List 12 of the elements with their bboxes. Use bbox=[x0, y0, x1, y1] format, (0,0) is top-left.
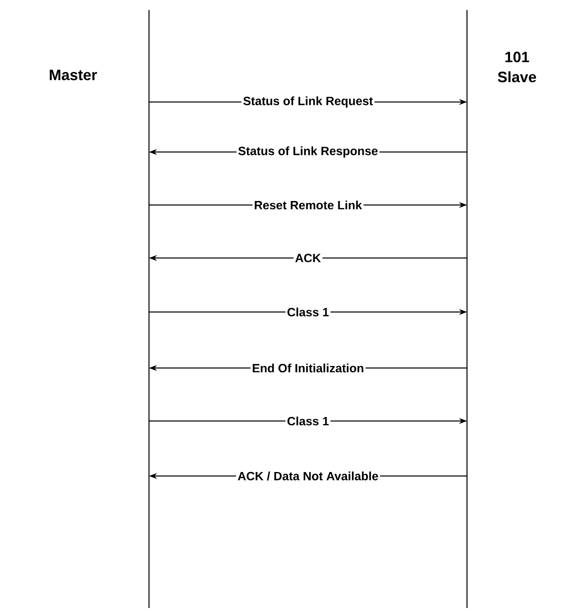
edge-label: Status of Link Response bbox=[236, 144, 380, 160]
edge-label: ACK / Data Not Available bbox=[236, 470, 380, 482]
edge-label: ACK bbox=[294, 252, 322, 264]
lifeline bbox=[148, 10, 150, 608]
edge-label: Class 1 bbox=[285, 415, 331, 427]
lifeline-label: Master bbox=[50, 70, 97, 80]
edge-label: Status of Link Request bbox=[242, 94, 374, 110]
edge-label: Class 1 bbox=[285, 306, 331, 318]
lifeline-label: 101 Slave bbox=[498, 52, 536, 82]
edge-label: End Of Initialization bbox=[250, 362, 366, 374]
lifeline bbox=[466, 10, 468, 608]
edge-label: Reset Remote Link bbox=[252, 199, 364, 211]
